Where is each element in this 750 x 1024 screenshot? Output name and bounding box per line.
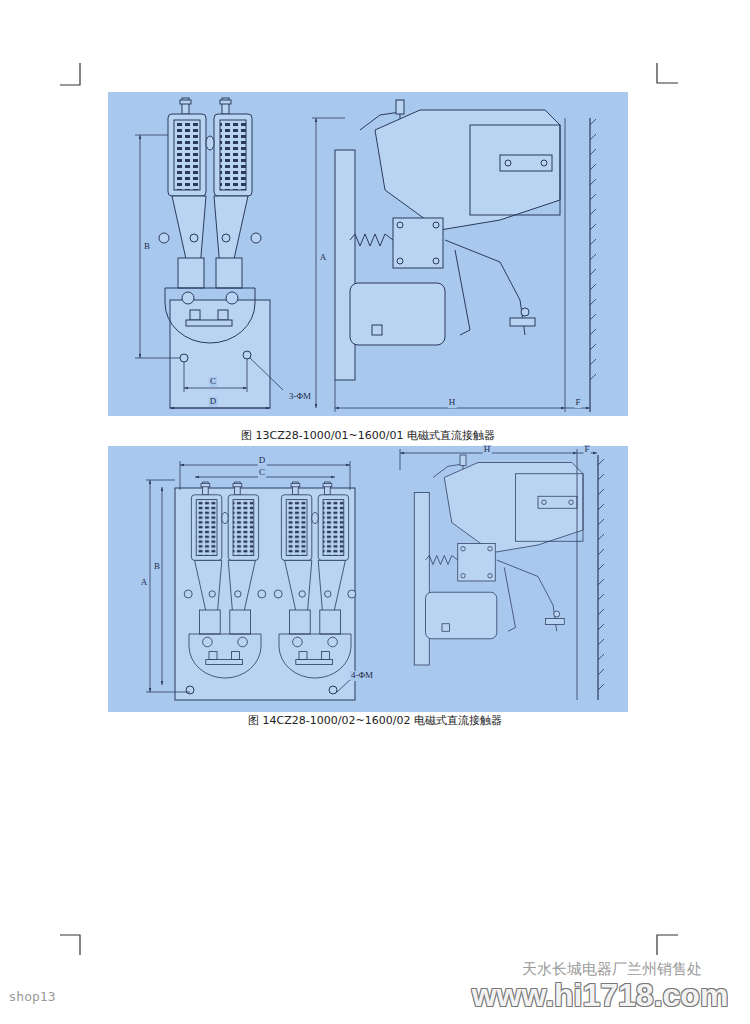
- dimension-letter: B: [153, 562, 161, 572]
- dimension-letter: D: [209, 397, 218, 407]
- dimension-letter: C: [209, 377, 217, 387]
- dimension-letter: D: [258, 456, 267, 466]
- dimension-letter: H: [483, 445, 492, 455]
- watermark: www.hi1718.com: [472, 978, 729, 1013]
- dimension-letter: C: [258, 468, 266, 478]
- dimension-letter: A: [319, 253, 328, 263]
- watermark: shop13: [9, 990, 56, 1004]
- figure-caption: 图 13CZ28-1000/01~1600/01 电磁式直流接触器: [241, 430, 495, 442]
- hole-callout: 3-ΦM: [288, 392, 312, 402]
- hole-callout: 4-ΦM: [350, 671, 374, 681]
- watermark: 天水长城电器厂兰州销售处: [522, 961, 702, 978]
- dimension-letter: H: [448, 398, 457, 408]
- dimension-letter: F: [574, 398, 581, 408]
- dimension-letter: B: [143, 242, 151, 252]
- figure-caption: 图 14CZ28-1000/02~1600/02 电磁式直流接触器: [248, 715, 502, 727]
- dimension-letter: A: [140, 578, 149, 588]
- dimension-letter: F: [583, 445, 590, 455]
